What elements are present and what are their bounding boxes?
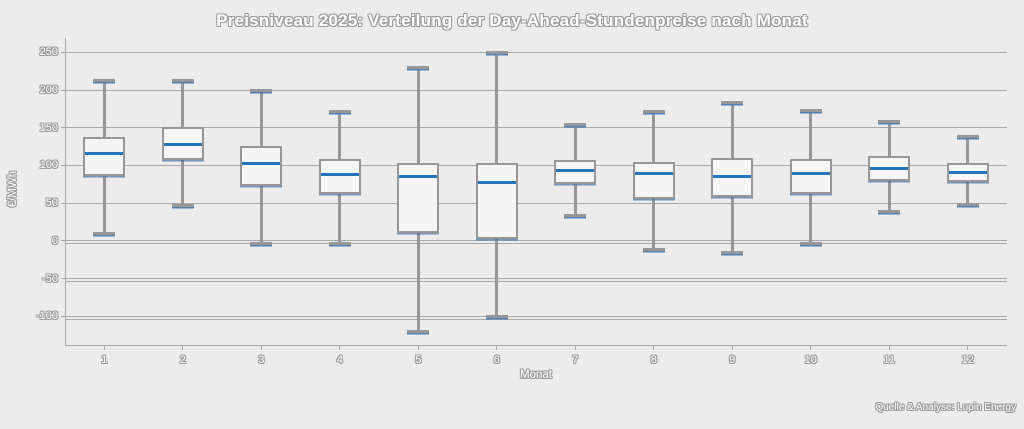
x-tick-label: 9	[729, 354, 736, 366]
whisker-cap-bottom	[328, 241, 351, 245]
x-tick-mark	[574, 345, 576, 350]
gridline	[65, 164, 1007, 166]
median-line	[320, 173, 359, 177]
source-note: Quelle & Analyse: Lupin Energy	[875, 402, 1016, 413]
median-line	[948, 170, 987, 174]
x-tick-mark	[182, 345, 184, 350]
whisker-cap-bottom	[250, 241, 273, 245]
y-tick-mark	[61, 315, 65, 317]
whisker-cap-top	[642, 109, 665, 113]
gridline-secondary	[65, 281, 1007, 283]
x-tick-label: 6	[493, 354, 500, 366]
whisker-cap-bottom	[407, 329, 430, 333]
box-month-9	[711, 157, 754, 198]
whisker-cap-top	[485, 50, 508, 54]
whisker-cap-bottom	[564, 213, 587, 217]
y-tick-mark	[61, 51, 65, 53]
box-month-1	[83, 136, 126, 177]
gridline	[65, 127, 1007, 129]
whisker-cap-bottom	[721, 250, 744, 254]
y-tick-label: 250	[39, 46, 58, 59]
x-axis-line	[65, 345, 1007, 346]
y-tick-mark	[61, 278, 65, 280]
whisker-cap-bottom	[93, 231, 116, 235]
whisker-cap-bottom	[642, 248, 665, 252]
whisker-cap-top	[407, 65, 430, 69]
whisker-cap-top	[328, 109, 351, 113]
x-tick-mark	[810, 345, 812, 350]
x-tick-mark	[496, 345, 498, 350]
y-tick-label: -100	[35, 310, 58, 323]
whisker-cap-bottom	[799, 241, 822, 245]
x-tick-label: 2	[179, 354, 186, 366]
gridline-secondary	[65, 318, 1007, 320]
x-tick-label: 1	[101, 354, 108, 366]
x-tick-mark	[888, 345, 890, 350]
y-tick-label: 50	[45, 197, 58, 210]
median-line	[85, 151, 124, 155]
x-tick-label: 12	[961, 354, 974, 366]
whisker-cap-top	[799, 108, 822, 112]
median-line	[163, 142, 202, 146]
gridline	[65, 240, 1007, 242]
gridline	[65, 51, 1007, 53]
y-tick-mark	[61, 89, 65, 91]
x-tick-label: 11	[883, 354, 895, 366]
x-tick-mark	[260, 345, 262, 350]
median-line	[634, 171, 673, 175]
x-tick-mark	[417, 345, 419, 350]
whisker-cap-bottom	[956, 203, 979, 207]
x-axis-label: Monat	[520, 369, 552, 381]
y-tick-label: 200	[39, 84, 58, 97]
whisker-cap-top	[250, 88, 273, 92]
x-tick-label: 10	[804, 354, 817, 366]
median-line	[556, 169, 595, 173]
whisker-cap-top	[878, 120, 901, 124]
gridline	[65, 89, 1007, 91]
y-axis-line	[65, 38, 66, 345]
x-tick-mark	[339, 345, 341, 350]
x-tick-label: 5	[415, 354, 422, 366]
gridline-secondary	[65, 243, 1007, 245]
chart-title: Preisniveau 2025: Verteilung der Day-Ahe…	[216, 11, 808, 30]
whisker-cap-bottom	[485, 314, 508, 318]
median-line	[477, 181, 516, 185]
x-tick-mark	[731, 345, 733, 350]
x-tick-label: 4	[336, 354, 343, 366]
whisker-cap-top	[171, 78, 194, 82]
median-line	[242, 161, 281, 165]
box-month-3	[240, 145, 283, 186]
gridline	[65, 278, 1007, 280]
whisker-cap-top	[564, 123, 587, 127]
y-tick-mark	[61, 127, 65, 129]
box-month-10	[789, 159, 832, 195]
x-tick-mark	[653, 345, 655, 350]
box-month-6	[475, 163, 518, 240]
box-month-8	[632, 161, 675, 199]
gridline	[65, 202, 1007, 204]
x-tick-mark	[103, 345, 105, 350]
y-tick-label: 150	[39, 121, 58, 134]
whisker-cap-top	[93, 79, 116, 83]
y-tick-label: -50	[42, 272, 58, 285]
y-tick-label: 100	[39, 159, 58, 172]
x-tick-label: 7	[572, 354, 579, 366]
x-tick-mark	[967, 345, 969, 350]
gridline	[65, 315, 1007, 317]
median-line	[791, 171, 830, 175]
whisker-cap-top	[721, 101, 744, 105]
y-tick-label: 0	[51, 234, 58, 247]
x-tick-label: 3	[258, 354, 265, 366]
y-tick-mark	[61, 202, 65, 204]
box-month-4	[318, 159, 361, 195]
median-line	[713, 174, 752, 178]
y-tick-mark	[61, 240, 65, 242]
whisker-cap-bottom	[878, 209, 901, 213]
whisker-cap-bottom	[171, 203, 194, 207]
whisker-cap-top	[956, 135, 979, 139]
x-tick-label: 8	[650, 354, 657, 366]
y-tick-mark	[61, 164, 65, 166]
median-line	[870, 166, 909, 170]
median-line	[399, 174, 438, 178]
